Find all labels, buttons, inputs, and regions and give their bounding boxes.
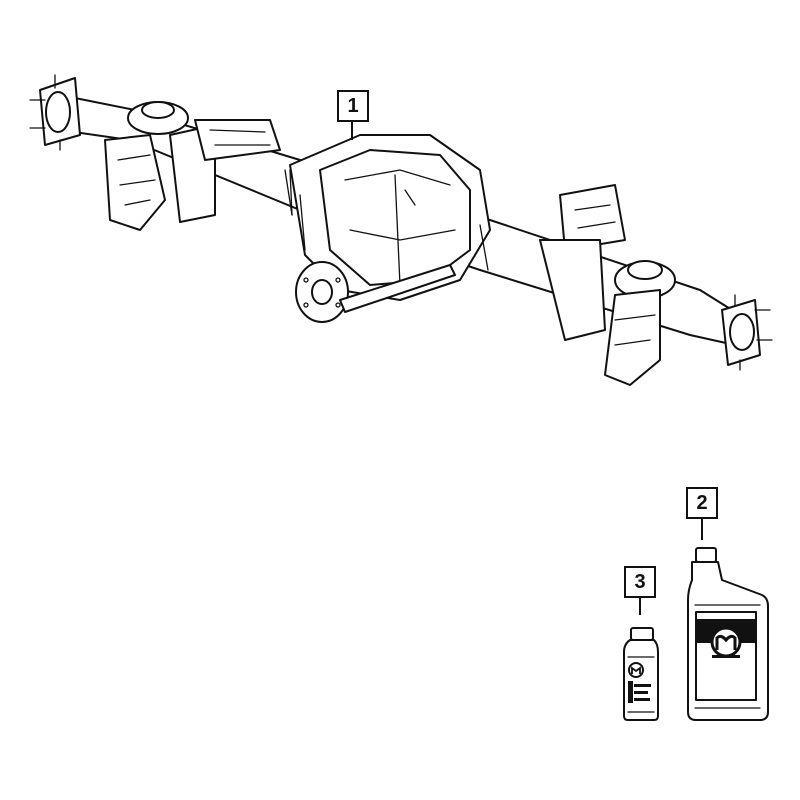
friction-modifier-bottle[interactable] <box>623 627 659 721</box>
callout-3-leader <box>639 597 641 615</box>
left-spring-perch <box>104 101 281 231</box>
callout-2[interactable]: 2 <box>686 487 718 519</box>
gear-oil-bottle[interactable] <box>687 547 769 721</box>
callout-2-leader <box>701 518 703 540</box>
callout-1-leader <box>351 118 353 140</box>
axle-assembly[interactable] <box>29 74 773 386</box>
callout-1[interactable]: 1 <box>337 90 369 122</box>
mopar-logo <box>628 662 644 678</box>
differential-housing <box>289 134 491 323</box>
callout-3[interactable]: 3 <box>624 566 656 598</box>
left-hub-flange <box>29 74 81 151</box>
right-hub-flange <box>721 294 773 371</box>
mopar-logo <box>710 626 742 658</box>
right-spring-perch <box>539 184 676 386</box>
